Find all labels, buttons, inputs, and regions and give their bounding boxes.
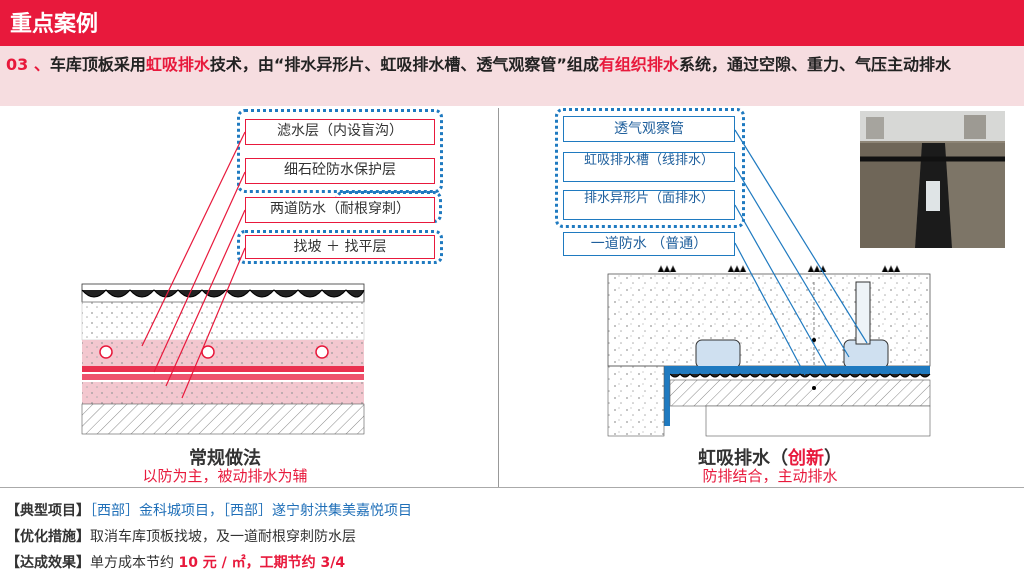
subtitle-highlight-2: 有组织排水 [598,55,679,74]
bottom-project-line: 【典型项目】［西部］金科城项目，［西部］遂宁射洪集美嘉悦项目 [6,500,412,520]
result-key: 【达成效果】 [6,555,90,571]
site-photo [860,111,1005,248]
right-caption-text: 虹吸排水（ [698,448,788,469]
right-caption: 虹吸排水（创新） [650,444,890,470]
panel-divider [498,108,499,488]
conventional-section-drawing [81,131,365,435]
subtitle-band [0,46,1024,106]
result-value: 10 元 / ㎡，工期节约 3/4 [178,555,346,571]
right-leader-lines [735,129,868,376]
dotted-group-bottom [237,230,443,264]
left-label-filter-layer: 滤水层（内设盲沟） [245,119,435,145]
right-label-vent-pipe: 透气观察管 [563,116,735,142]
left-label-protection-layer: 细石砼防水保护层 [245,158,435,184]
left-caption: 常规做法 [189,448,261,469]
bottom-divider [0,487,1024,488]
result-prefix: 单方成本节约 [90,555,179,571]
project-value: ［西部］金科城项目，［西部］遂宁射洪集美嘉悦项目 [90,503,412,519]
subtitle: 03 、车库顶板采用虹吸排水技术，由“排水异形片、虹吸排水槽、透气观察管”组成有… [6,52,1018,78]
header-bar [0,0,1024,46]
project-key: 【典型项目】 [6,503,90,519]
subtitle-text-2: 技术，由“排水异形片、虹吸排水槽、透气观察管”组成 [209,55,599,74]
right-caption-end: ） [824,448,842,469]
measure-value: 取消车库顶板找坡，及一道耐根穿刺防水层 [90,529,356,545]
left-subcaption: 以防为主，被动排水为辅 [142,467,308,485]
page-title: 重点案例 [10,12,99,37]
right-label-waterproof: 一道防水 （普通） [563,232,735,256]
subtitle-number: 03 、 [6,55,50,74]
left-label-waterproof: 两道防水（耐根穿刺） [245,197,435,223]
bottom-result-line: 【达成效果】单方成本节约 10 元 / ㎡，工期节约 3/4 [6,552,345,572]
left-label-slope-layer: 找坡 ＋ 找平层 [245,235,435,259]
siphon-section-drawing [607,265,931,437]
gravel-layer [81,283,365,303]
bottom-measure-line: 【优化措施】取消车库顶板找坡，及一道耐根穿刺防水层 [6,526,356,546]
dotted-group-right [555,108,745,228]
subtitle-text-1: 车库顶板采用 [49,55,146,74]
right-caption-highlight: 创新 [788,448,824,469]
subtitle-text-3: 系统，通过空隙、重力、气压主动排水 [678,55,951,74]
measure-key: 【优化措施】 [6,529,90,545]
subtitle-highlight-1: 虹吸排水 [145,55,210,74]
right-subcaption: 防排结合，主动排水 [702,467,838,485]
right-label-drainage-sheet: 排水异形片（面排水） [563,190,735,220]
right-label-siphon-channel: 虹吸排水槽（线排水） [563,152,735,182]
